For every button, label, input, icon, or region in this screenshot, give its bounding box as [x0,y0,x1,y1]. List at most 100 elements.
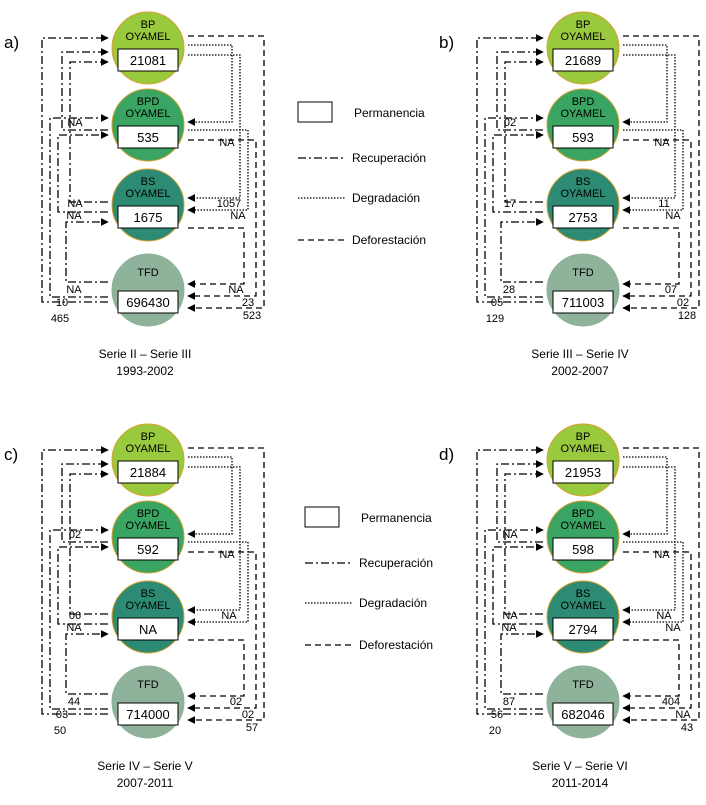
legend-deforestacion-label: Deforestación [352,233,426,247]
recovery-tfd-to-bpd-value: 05 [491,297,503,309]
deforestation-bs-to-tfd-arrow [187,227,245,288]
tfd-permanence-value: 711003 [562,295,604,310]
degradation-bp-to-bpd-value: NA [654,549,670,561]
tfd-permanence-value: 714000 [126,707,169,722]
series-caption: Serie IV – Serie V [97,759,192,773]
degradation-bp-to-bpd-arrow [622,456,668,538]
bpd-node-sublabel: OYAMEL [125,108,170,120]
bs-node-label: BS [141,176,156,188]
recovery-bs-to-bp-value: 17 [504,198,516,210]
legend-recuperacion-label: Recuperación [359,556,433,570]
period-caption: 2007-2011 [117,776,174,790]
recovery-tfd-to-bs-value: 87 [503,696,515,708]
recovery-tfd-to-bs-arrow [65,630,109,695]
bpd-node-sublabel: OYAMEL [560,108,605,120]
recovery-bs-to-bp-arrow [504,58,544,203]
bp-node-sublabel: OYAMEL [125,31,170,43]
bpd-node-sublabel: OYAMEL [125,520,170,532]
deforestation-bpd-to-tfd-value: NA [675,709,691,721]
degradation-bpd-to-bs-arrow [622,129,684,214]
recovery-tfd-to-bp-value: 465 [51,313,69,325]
recovery-tfd-to-bs-arrow [500,630,544,695]
recovery-tfd-to-bp-value: 50 [54,725,66,737]
recovery-bs-to-bp-arrow [504,470,544,615]
bp-node-label: BP [141,431,156,443]
tfd-permanence-box [117,290,179,314]
bs-permanence-box [117,617,179,641]
bs-node-sublabel: OYAMEL [125,188,170,200]
degradation-bp-to-bs-arrow [622,54,676,202]
legend-degradacion-label: Degradación [359,596,427,610]
tfd-node [546,253,620,327]
bpd-node-label: BPD [572,508,595,520]
degradation-bpd-to-bs-arrow [622,541,684,626]
tfd-permanence-value: 682046 [561,707,604,722]
degradation-bp-to-bs-value: NA [221,610,237,622]
bs-permanence-box [552,617,614,641]
bpd-permanence-box [552,537,614,561]
legend-permanence-swatch [304,506,340,528]
diagram-panel: d)BPOYAMEL21953BPDOYAMEL598BSOYAMEL2794T… [439,423,700,790]
bpd-node-label: BPD [137,96,160,108]
legend-degradacion-label: Degradación [352,191,420,205]
period-caption: 2002-2007 [551,364,609,378]
legend-layer: PermanenciaRecuperaciónDegradaciónDefore… [297,101,433,652]
recovery-tfd-to-bp-value: 129 [486,313,504,325]
legend-permanence-label: Permanencia [354,106,425,120]
bs-permanence-box [117,205,179,229]
bp-permanence-box [117,48,179,72]
bs-permanence-value: 1675 [134,210,163,225]
recovery-bpd-to-bp-arrow [61,460,109,543]
degradation-bp-to-bs-value: NA [656,610,672,622]
recovery-tfd-to-bp-arrow [476,34,544,303]
degradation-bp-to-bs-value: 1057 [217,198,241,210]
tfd-permanence-box [552,290,614,314]
recovery-tfd-to-bs-value: 28 [503,284,515,296]
deforestation-bs-to-tfd-arrow [187,639,245,700]
recovery-tfd-to-bs-value: NA [66,284,82,296]
bs-permanence-value: 2753 [569,210,598,225]
recovery-tfd-to-bpd-arrow [484,114,544,298]
deforestation-bp-to-tfd-arrow [187,35,265,312]
legend-permanence-swatch [297,101,333,123]
deforestation-bs-to-tfd-value: 07 [665,284,677,296]
recovery-tfd-to-bpd-arrow [49,526,109,710]
diagram-panel: b)BPOYAMEL21689BPDOYAMEL593BSOYAMEL2753T… [439,11,700,378]
deforestation-bpd-to-tfd-arrow [622,551,692,712]
bpd-permanence-value: 535 [137,130,159,145]
recovery-tfd-to-bpd-arrow [484,526,544,710]
tfd-permanence-value: 696430 [126,295,169,310]
legend: PermanenciaRecuperaciónDegradaciónDefore… [297,101,426,247]
deforestation-bp-to-tfd-arrow [187,447,265,724]
bs-node-sublabel: OYAMEL [125,600,170,612]
bp-node-label: BP [576,19,591,31]
recovery-tfd-to-bpd-value: 10 [56,297,68,309]
deforestation-bpd-to-tfd-value: 02 [242,709,254,721]
bs-node-label: BS [576,176,591,188]
recovery-bpd-to-bp-arrow [61,48,109,131]
deforestation-bs-to-tfd-arrow [622,639,680,700]
degradation-bp-to-bs-arrow [187,54,241,202]
recovery-tfd-to-bs-arrow [65,218,109,283]
bpd-node-sublabel: OYAMEL [560,520,605,532]
deforestation-bs-to-tfd-value: 02 [230,696,242,708]
degradation-bp-to-bpd-arrow [187,456,233,538]
bs-node-sublabel: OYAMEL [560,188,605,200]
deforestation-bpd-to-tfd-value: 23 [242,297,254,309]
bs-node-label: BS [576,588,591,600]
tfd-node [111,253,185,327]
degradation-bpd-to-bs-value: NA [230,210,246,222]
recovery-tfd-to-bs-arrow [500,218,544,283]
degradation-bp-to-bpd-value: NA [219,549,235,561]
recovery-bpd-to-bp-value: NA [67,117,83,129]
deforestation-bs-to-tfd-value: 404 [662,696,680,708]
bp-permanence-value: 21953 [565,465,601,480]
degradation-bpd-to-bs-value: NA [665,622,681,634]
deforestation-bp-to-tfd-arrow [622,447,700,724]
degradation-bp-to-bpd-value: NA [219,137,235,149]
tfd-node-label: TFD [572,679,593,691]
panel-letter: b) [439,33,454,52]
recovery-tfd-to-bs-value: 44 [68,696,80,708]
degradation-bp-to-bs-arrow [187,466,241,614]
